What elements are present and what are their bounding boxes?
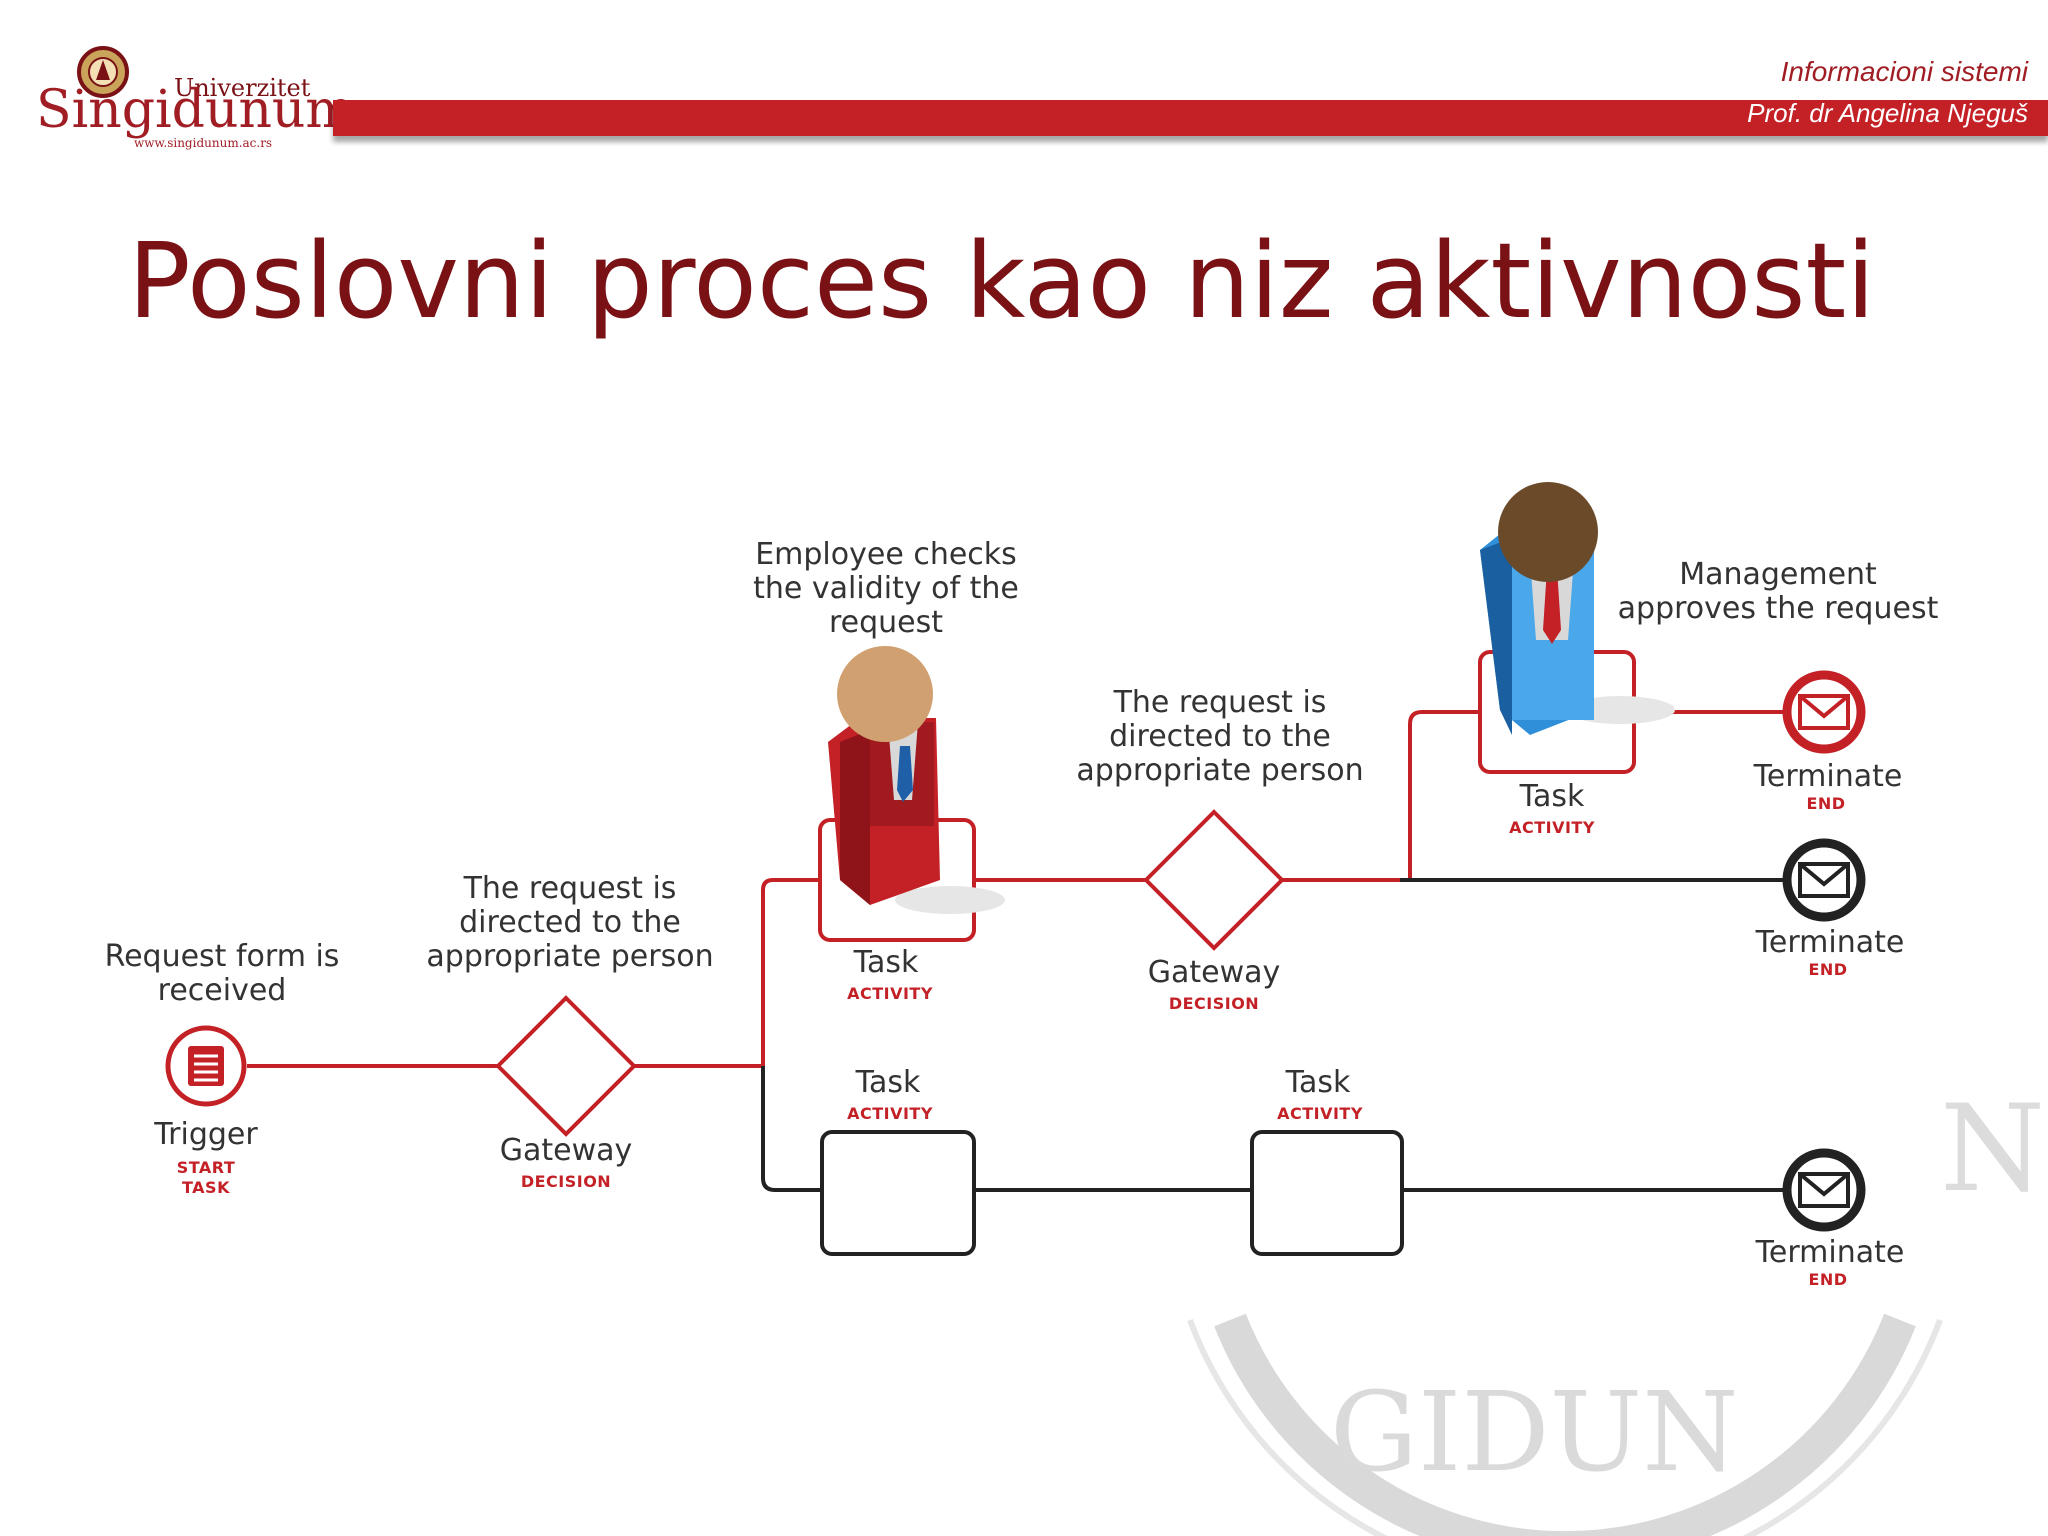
logo-emblem-icon bbox=[77, 46, 129, 98]
task-3-box bbox=[820, 1130, 976, 1256]
end-2-sub: END bbox=[1808, 960, 1848, 979]
trigger-label: Trigger bbox=[154, 1117, 258, 1152]
task-4-box bbox=[1250, 1130, 1404, 1256]
gateway-2-caption: The request is directed to the appropria… bbox=[1076, 685, 1364, 788]
gateway-1-label: Gateway bbox=[499, 1133, 633, 1168]
end-3-label: Terminate bbox=[1755, 1235, 1905, 1270]
gateway-1-sub: DECISION bbox=[520, 1172, 612, 1191]
task-2-sub: ACTIVITY bbox=[1509, 818, 1595, 837]
university-logo: Univerzitet Singidunum www.singidunum.ac… bbox=[28, 44, 355, 154]
task-3-label: Task bbox=[855, 1065, 921, 1100]
page-title: Poslovni proces kao niz aktivnosti bbox=[128, 220, 1876, 342]
task-3-sub: ACTIVITY bbox=[847, 1104, 933, 1123]
envelope-icon bbox=[1798, 694, 1850, 730]
gateway-1-caption: The request is directed to the appropria… bbox=[426, 871, 714, 974]
course-name: Informacioni sistemi bbox=[1780, 56, 2028, 87]
gateway-2-sub: DECISION bbox=[1168, 994, 1260, 1013]
task-1-label: Task bbox=[853, 945, 919, 980]
task-2-caption: Management approves the request bbox=[1617, 557, 1939, 626]
gateway-1-diamond bbox=[495, 995, 637, 1137]
task-2-label: Task bbox=[1519, 779, 1585, 814]
task-1-sub: ACTIVITY bbox=[847, 984, 933, 1003]
end-2-label: Terminate bbox=[1755, 925, 1905, 960]
author-name: Prof. dr Angelina Njeguš bbox=[1747, 98, 2028, 128]
employee-red-figure-icon bbox=[828, 646, 1005, 914]
end-1-label: Terminate bbox=[1753, 759, 1903, 794]
end-event-2 bbox=[1782, 838, 1866, 922]
envelope-icon bbox=[1798, 1172, 1850, 1208]
trigger-start-event bbox=[165, 1025, 247, 1107]
task-4-label: Task bbox=[1285, 1065, 1351, 1100]
end-event-1 bbox=[1782, 670, 1866, 754]
end-event-3 bbox=[1782, 1148, 1866, 1232]
logo-url: www.singidunum.ac.rs bbox=[134, 136, 273, 150]
end-1-sub: END bbox=[1806, 794, 1846, 813]
manager-blue-figure-icon bbox=[1480, 482, 1675, 735]
task-1-caption: Employee checks the validity of the requ… bbox=[753, 537, 1019, 640]
gateway-2-label: Gateway bbox=[1147, 955, 1281, 990]
flow-lines-red bbox=[247, 710, 1785, 1068]
logo-top-word: Univerzitet bbox=[174, 74, 311, 102]
form-icon bbox=[188, 1046, 224, 1086]
task-4-sub: ACTIVITY bbox=[1277, 1104, 1363, 1123]
end-3-sub: END bbox=[1808, 1270, 1848, 1289]
envelope-icon bbox=[1798, 862, 1850, 898]
logo-main-word: Singidunum bbox=[36, 80, 355, 140]
gateway-2-diamond bbox=[1143, 809, 1285, 951]
flow-lines-black bbox=[761, 878, 1785, 1192]
header-bar bbox=[333, 100, 2048, 136]
trigger-sub: START TASK bbox=[176, 1158, 236, 1197]
trigger-caption: Request form is received bbox=[104, 939, 340, 1008]
